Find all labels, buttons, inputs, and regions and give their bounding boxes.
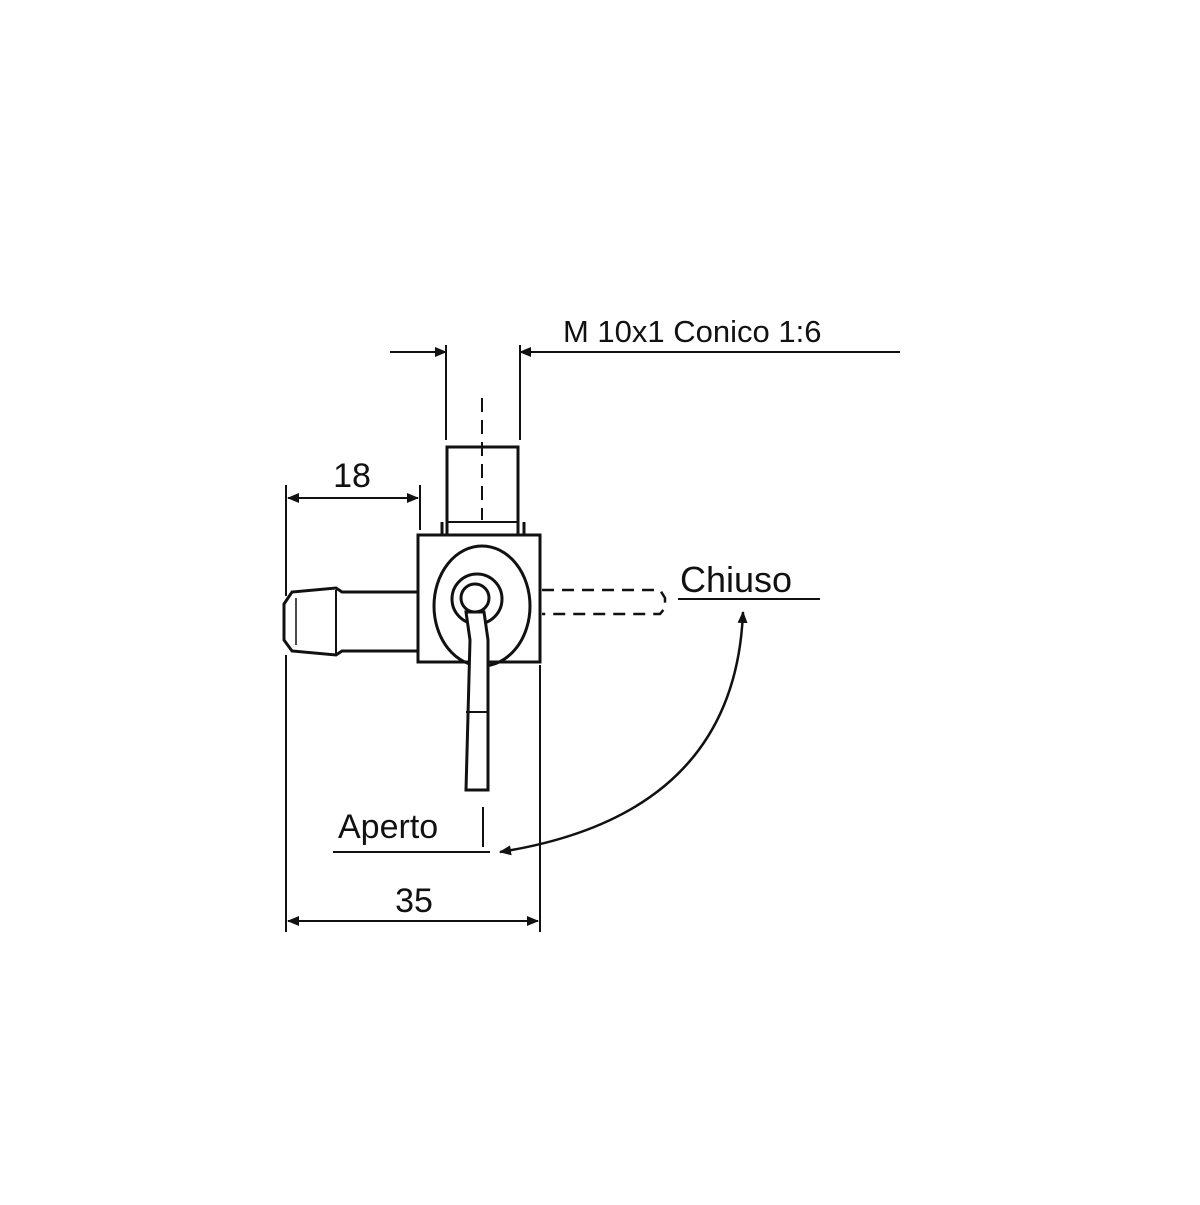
thread-spec-label: M 10x1 Conico 1:6 [563, 314, 821, 349]
hose-barb [282, 586, 418, 657]
closed-label: Chiuso [680, 559, 792, 600]
hose-dimension: 18 [285, 457, 421, 596]
lever-closed-outline [542, 588, 667, 616]
hose-barb-outline [282, 586, 418, 657]
hose-dimension-value: 18 [333, 457, 371, 495]
total-dimension: 35 [285, 655, 541, 932]
valve-lever [464, 610, 490, 792]
position-open: Aperto [333, 807, 490, 853]
rotation-arc-arrow [499, 611, 748, 856]
position-closed: Chiuso [678, 559, 820, 600]
lever-handle [464, 610, 490, 792]
total-dimension-value: 35 [395, 882, 433, 920]
lever-closed-ghost [542, 588, 667, 616]
open-label: Aperto [338, 808, 438, 846]
thread-dimension: M 10x1 Conico 1:6 [390, 314, 900, 440]
threaded-connector [440, 398, 526, 535]
